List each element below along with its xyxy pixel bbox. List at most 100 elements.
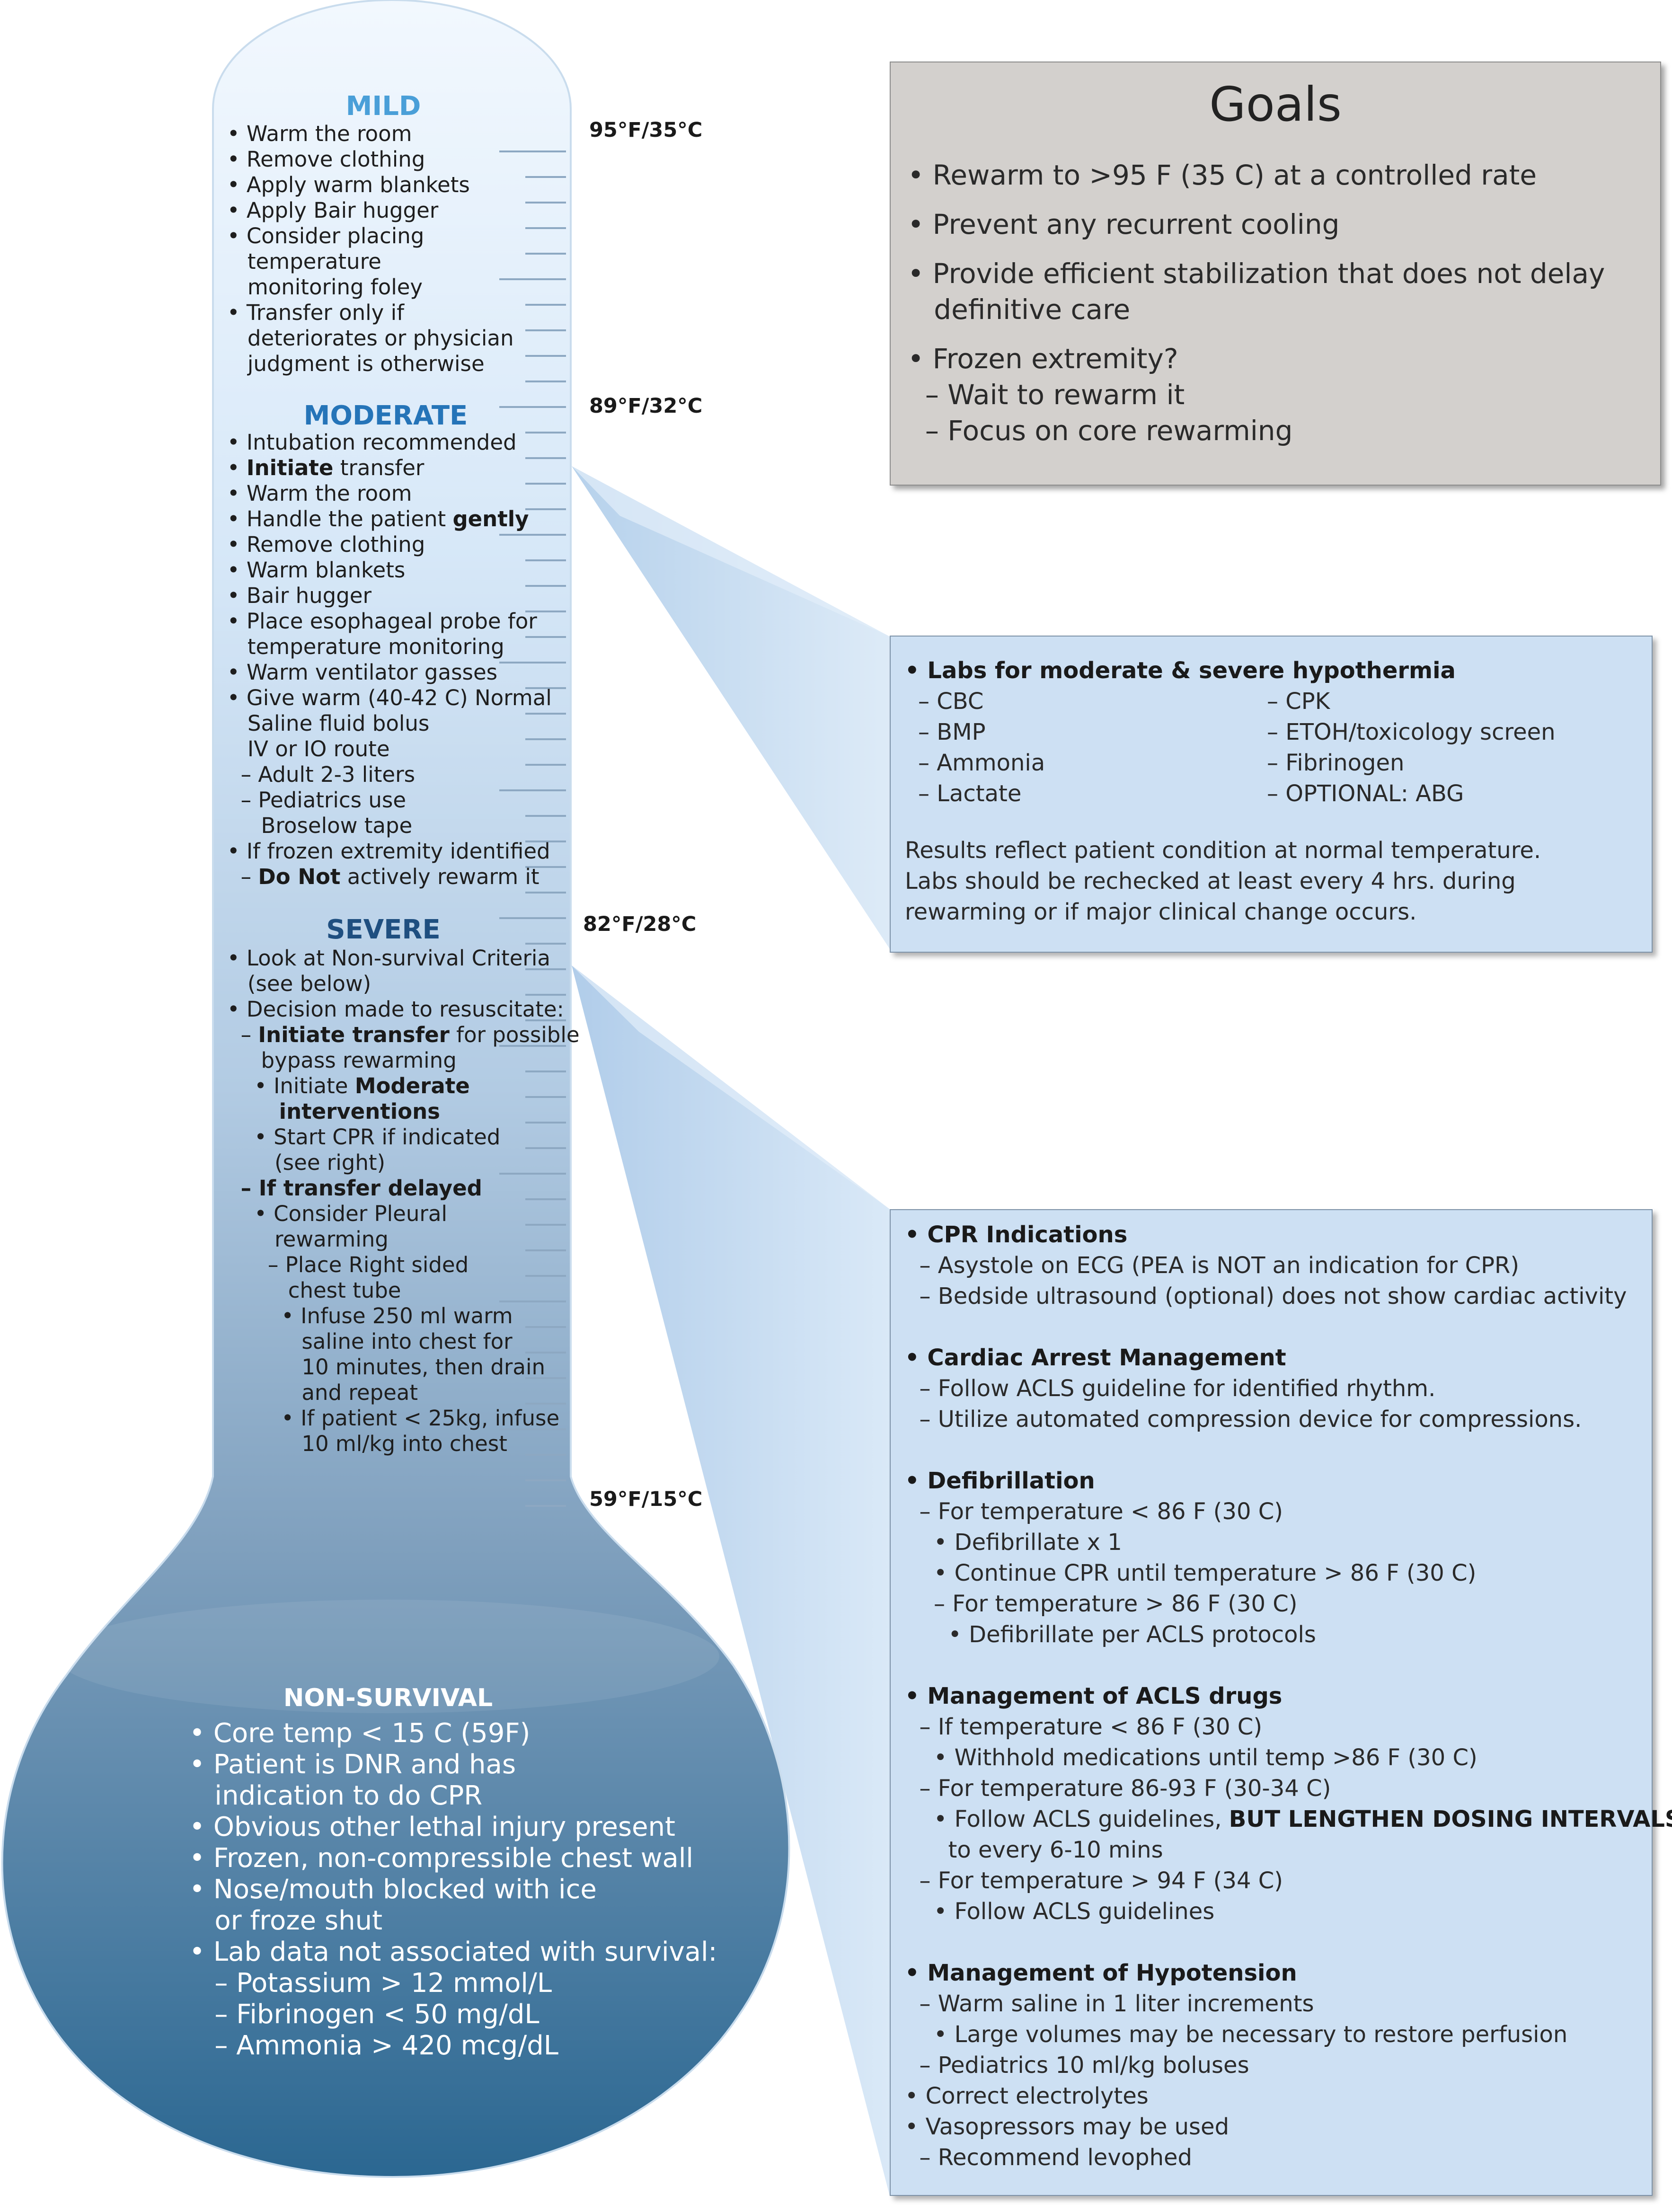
moderate-list-item: – Adult 2-3 liters bbox=[227, 762, 416, 787]
temp-label-59: 59°F/15°C bbox=[589, 1487, 703, 1511]
moderate-list-item: • Warm ventilator gasses bbox=[227, 660, 498, 685]
labs-item: – ETOH/toxicology screen bbox=[1267, 719, 1556, 745]
non-survival-item: • Frozen, non-compressible chest wall bbox=[189, 1843, 693, 1874]
non-survival-item: – Fibrinogen < 50 mg/dL bbox=[189, 1999, 540, 2030]
goals-list: • Rewarm to >95 F (35 C) at a controlled… bbox=[908, 157, 1605, 449]
cpr-line bbox=[905, 1927, 1672, 1958]
severe-title: SEVERE bbox=[326, 914, 441, 945]
cpr-list: • CPR Indications – Asystole on ECG (PEA… bbox=[905, 1220, 1672, 2173]
severe-list-item: • Consider Pleural bbox=[227, 1201, 447, 1226]
cpr-line: – Recommend levophed bbox=[905, 2144, 1192, 2171]
goals-item: • Frozen extremity? bbox=[908, 343, 1178, 375]
severe-list-item: (see right) bbox=[227, 1150, 386, 1175]
goals-item: • Provide efficient stabilization that d… bbox=[908, 257, 1605, 290]
moderate-list-item: • Remove clothing bbox=[227, 532, 425, 557]
severe-list-item: 10 ml/kg into chest bbox=[227, 1431, 507, 1456]
cpr-line: • CPR Indications bbox=[905, 1221, 1128, 1248]
moderate-list-item: • Handle the patient gently bbox=[227, 506, 529, 531]
cpr-line: – Pediatrics 10 ml/kg boluses bbox=[905, 2052, 1249, 2079]
cpr-line: • Withhold medications until temp >86 F … bbox=[905, 1744, 1477, 1771]
thermometer-ticks bbox=[499, 150, 566, 1507]
severe-list-item: • Look at Non-survival Criteria bbox=[227, 946, 550, 971]
non-survival-list: • Core temp < 15 C (59F)• Patient is DNR… bbox=[189, 1718, 717, 2062]
severe-list-item: saline into chest for bbox=[227, 1329, 513, 1354]
severe-list-item: – If transfer delayed bbox=[240, 1176, 482, 1201]
severe-list-item: • Decision made to resuscitate: bbox=[227, 997, 564, 1022]
temp-label-95: 95°F/35°C bbox=[589, 118, 703, 142]
labs-item: – Lactate bbox=[918, 780, 1022, 807]
non-survival-item: • Lab data not associated with survival: bbox=[189, 1937, 717, 1967]
goals-item: • Rewarm to >95 F (35 C) at a controlled… bbox=[908, 159, 1537, 191]
cpr-line: • Cardiac Arrest Management bbox=[905, 1345, 1286, 1371]
labs-column-2: – CPK – ETOH/toxicology screen – Fibrinoge… bbox=[1267, 686, 1556, 809]
moderate-list-item: • Warm blankets bbox=[227, 557, 406, 583]
severe-list-item: • Infuse 250 ml warm bbox=[227, 1303, 513, 1328]
labs-note-line: Results reflect patient condition at nor… bbox=[905, 837, 1541, 864]
labs-note-line: Labs should be rechecked at least every … bbox=[905, 868, 1516, 894]
mild-list-item: • Consider placing bbox=[227, 223, 425, 248]
moderate-list-item: • Warm the room bbox=[227, 481, 412, 506]
cpr-line: • Follow ACLS guidelines, BUT LENGTHEN D… bbox=[905, 1806, 1672, 1832]
mild-list: • Warm the room• Remove clothing• Apply … bbox=[227, 121, 514, 377]
labs-item: – Ammonia bbox=[918, 750, 1045, 776]
cpr-line: – Warm saline in 1 liter increments bbox=[905, 1991, 1314, 2017]
severe-list-item: • Start CPR if indicated bbox=[227, 1124, 501, 1150]
cpr-line: – Asystole on ECG (PEA is NOT an indicat… bbox=[905, 1252, 1520, 1279]
cpr-line bbox=[905, 1650, 1672, 1681]
severe-list-item: chest tube bbox=[227, 1278, 401, 1303]
moderate-list-item: • If frozen extremity identified bbox=[227, 839, 550, 864]
severe-list-item: – Place Right sided bbox=[227, 1252, 469, 1277]
severe-list-item: • Initiate Moderate bbox=[227, 1073, 470, 1098]
labs-item: – OPTIONAL: ABG bbox=[1267, 780, 1464, 807]
temp-label-89: 89°F/32°C bbox=[589, 394, 703, 418]
moderate-list-item: • Intubation recommended bbox=[227, 430, 517, 455]
non-survival-item: indication to do CPR bbox=[189, 1780, 483, 1811]
moderate-list-item: IV or IO route bbox=[227, 736, 390, 761]
cpr-line: – For temperature > 94 F (34 C) bbox=[905, 1867, 1283, 1894]
cpr-line: • Defibrillate per ACLS protocols bbox=[905, 1621, 1316, 1648]
mild-list-item: • Transfer only if bbox=[227, 300, 404, 325]
cpr-line: • Correct electrolytes bbox=[905, 2083, 1149, 2109]
severe-list-item: • If patient < 25kg, infuse bbox=[227, 1406, 560, 1431]
mild-list-item: judgment is otherwise bbox=[227, 351, 485, 376]
cpr-line: • Defibrillation bbox=[905, 1468, 1095, 1494]
cpr-line: to every 6-10 mins bbox=[905, 1837, 1163, 1863]
cpr-line: – If temperature < 86 F (30 C) bbox=[905, 1714, 1263, 1740]
goals-item: definitive care bbox=[908, 293, 1131, 326]
severe-list-item: rewarming bbox=[227, 1227, 389, 1252]
mild-list-item: • Apply warm blankets bbox=[227, 172, 470, 197]
labs-heading: • Labs for moderate & severe hypothermia bbox=[905, 657, 1456, 684]
cpr-line: – For temperature 86-93 F (30-34 C) bbox=[905, 1775, 1331, 1802]
cpr-line: – Bedside ultrasound (optional) does not… bbox=[905, 1283, 1627, 1310]
mild-list-item: deteriorates or physician bbox=[227, 326, 514, 351]
cpr-line: • Follow ACLS guidelines bbox=[905, 1898, 1215, 1925]
goals-item: – Focus on core rewarming bbox=[908, 415, 1293, 447]
mild-title: MILD bbox=[345, 91, 421, 122]
non-survival-item: • Patient is DNR and has bbox=[189, 1749, 516, 1780]
moderate-title: MODERATE bbox=[303, 400, 468, 431]
mild-list-item: • Remove clothing bbox=[227, 147, 425, 172]
labs-item: – Fibrinogen bbox=[1267, 750, 1405, 776]
cpr-line: – Utilize automated compression device f… bbox=[905, 1406, 1582, 1433]
moderate-list: • Intubation recommended• Initiate trans… bbox=[227, 430, 552, 890]
cpr-callout-wedge bbox=[572, 965, 890, 2196]
severe-list-item: and repeat bbox=[227, 1380, 418, 1405]
moderate-list-item: • Place esophageal probe for bbox=[227, 609, 537, 634]
moderate-list-item: • Give warm (40-42 C) Normal bbox=[227, 685, 552, 710]
goals-box: Goals • Rewarm to >95 F (35 C) at a cont… bbox=[890, 62, 1661, 486]
moderate-list-item: – Pediatrics use bbox=[227, 787, 407, 813]
labs-item: – CPK bbox=[1267, 688, 1330, 715]
cpr-line: • Continue CPR until temperature > 86 F … bbox=[905, 1560, 1477, 1586]
labs-callout-wedge bbox=[572, 466, 890, 949]
severe-list-item: bypass rewarming bbox=[227, 1048, 457, 1073]
labs-box: • Labs for moderate & severe hypothermia… bbox=[890, 636, 1653, 953]
severe-list-item: 10 minutes, then drain bbox=[227, 1354, 546, 1380]
moderate-list-item: • Bair hugger bbox=[227, 583, 372, 608]
goals-item: • Prevent any recurrent cooling bbox=[908, 208, 1340, 240]
cpr-line: – Follow ACLS guideline for identified r… bbox=[905, 1375, 1436, 1402]
labs-note-line: rewarming or if major clinical change oc… bbox=[905, 899, 1417, 925]
non-survival-item: • Obvious other lethal injury present bbox=[189, 1812, 675, 1842]
cpr-line: • Vasopressors may be used bbox=[905, 2114, 1230, 2140]
cpr-line: • Management of Hypotension bbox=[905, 1960, 1297, 1986]
